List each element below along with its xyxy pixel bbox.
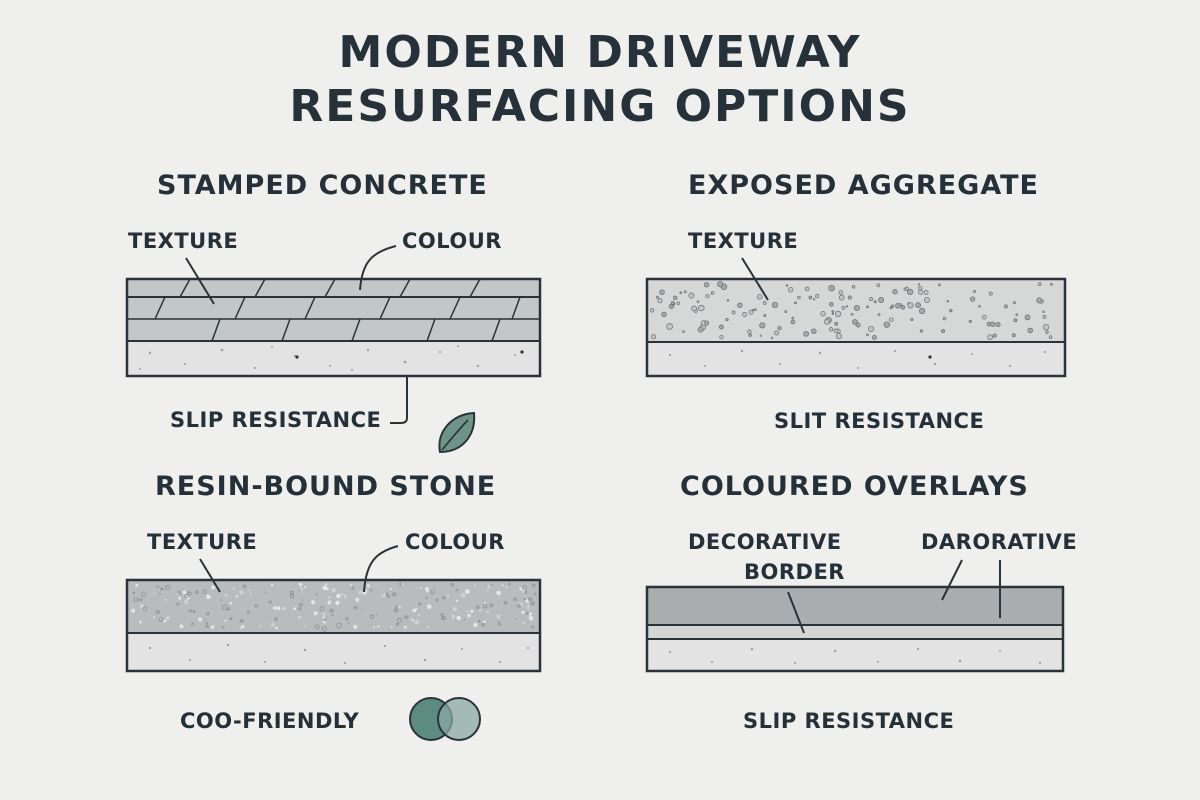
heading-resin-bound-stone: RESIN-BOUND STONE <box>155 471 497 502</box>
page-title-line-1: MODERN DRIVEWAY <box>338 27 862 78</box>
coloured-overlay-slab <box>645 585 1065 673</box>
resin-callouts <box>199 545 399 593</box>
stamped-callouts <box>185 245 408 424</box>
resin-footer-label: COO-FRIENDLY <box>180 709 360 733</box>
overlays-decorative-label: DECORATIVE <box>688 530 842 554</box>
stamped-colour-label: COLOUR <box>402 229 502 253</box>
leaf-icon <box>438 411 476 454</box>
resin-colour-label: COLOUR <box>405 530 505 554</box>
overlays-footer-label: SLIP RESISTANCE <box>743 709 955 733</box>
overlays-right-label: DARORATIVE <box>921 530 1078 554</box>
resin-bound-slab <box>125 578 542 673</box>
page-title-line-2: RESURFACING OPTIONS <box>289 81 911 132</box>
stamped-texture-label: TEXTURE <box>128 229 239 253</box>
heading-coloured-overlays: COLOURED OVERLAYS <box>680 471 1029 502</box>
exposed-footer-label: SLIT RESISTANCE <box>774 409 985 433</box>
stamped-concrete-slab <box>125 277 542 378</box>
heading-stamped-concrete: STAMPED CONCRETE <box>157 170 488 201</box>
overlays-border-label: BORDER <box>744 560 845 584</box>
exposed-texture-label: TEXTURE <box>688 229 799 253</box>
exposed-aggregate-slab <box>645 277 1067 378</box>
exposed-texture-callout <box>741 257 769 301</box>
stamped-footer-label: SLIP RESISTANCE <box>170 408 382 432</box>
resin-texture-label: TEXTURE <box>147 530 258 554</box>
heading-exposed-aggregate: EXPOSED AGGREGATE <box>688 170 1039 201</box>
overlay-callouts <box>787 559 1001 634</box>
overlapping-circles-icon <box>409 697 481 741</box>
